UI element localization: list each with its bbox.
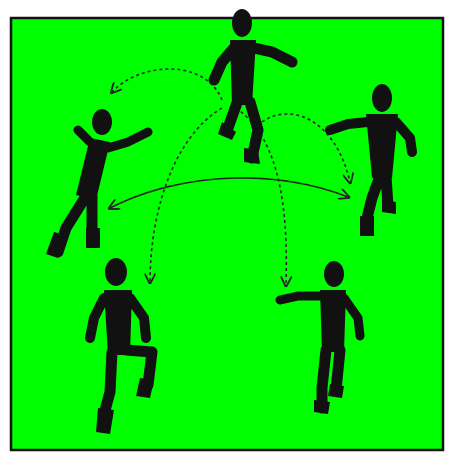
field-square	[11, 18, 443, 450]
